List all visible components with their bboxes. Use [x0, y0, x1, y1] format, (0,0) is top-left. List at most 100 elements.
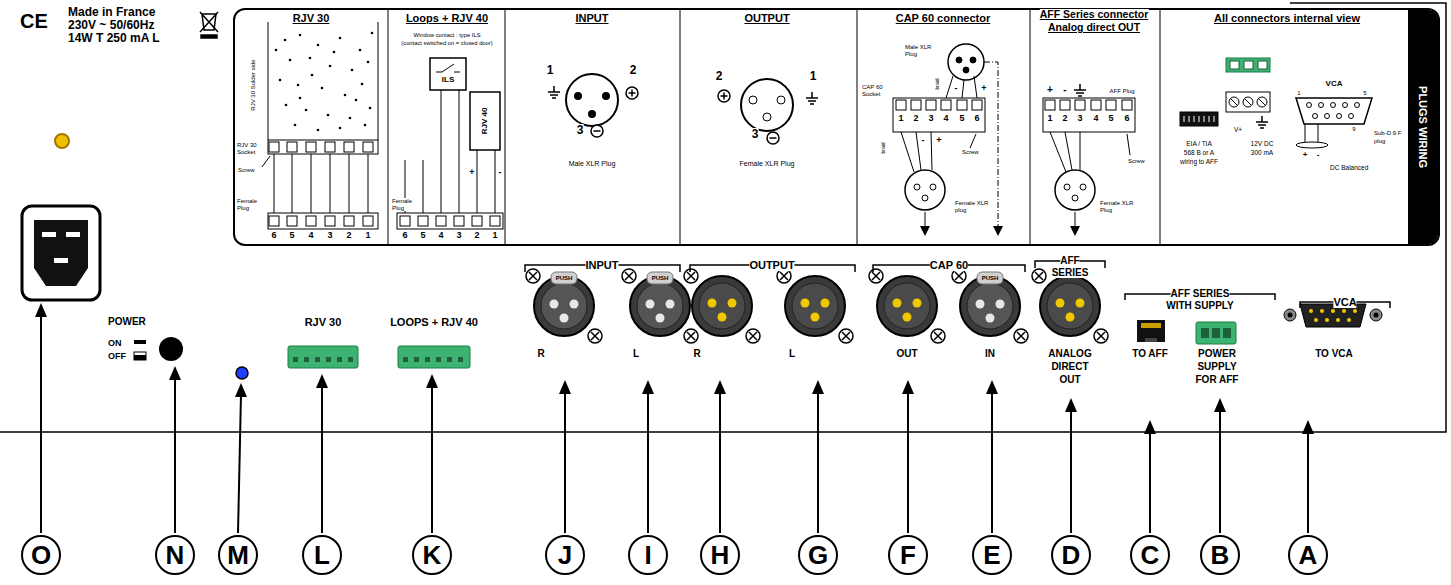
- loops-wiring: [436, 216, 446, 226]
- cap60-wiring: [925, 212, 926, 226]
- xlr-connector: [692, 276, 752, 336]
- power-switch: [134, 340, 146, 344]
- label-text: CAP 60 connector: [896, 12, 991, 24]
- callout-circle: E: [972, 535, 1012, 575]
- terminal-block: [304, 357, 309, 362]
- label-text: +: [981, 84, 986, 94]
- label-text: CAP 60 Socket: [862, 84, 892, 97]
- rj45-socket: [1137, 320, 1165, 342]
- xlr-pinout: [548, 86, 560, 98]
- terminal-block: [288, 346, 358, 368]
- rjv30-wiring: [344, 216, 354, 226]
- label-text: Female XLR Plug: [740, 160, 795, 168]
- label-text: WITH SUPPLY: [1166, 300, 1233, 311]
- aff-wiring: [1045, 100, 1055, 110]
- leader-arrow: [1302, 420, 1314, 434]
- power-inlet: [66, 232, 80, 237]
- rjv30-wiring: [297, 84, 300, 87]
- rjv30-wiring: [327, 114, 330, 117]
- terminal-block: [293, 357, 353, 362]
- rjv30-wiring: [289, 59, 292, 62]
- aff-wiring: [1075, 212, 1076, 226]
- label-text: 2: [346, 231, 351, 241]
- xlr-connector: [526, 269, 540, 283]
- label-text: 5: [1363, 90, 1366, 97]
- callout-circle: F: [888, 535, 928, 575]
- aff-wiring: [1122, 100, 1132, 110]
- label-text: PUSH: [556, 275, 573, 282]
- power-switch: [134, 355, 146, 360]
- xlr-connector: [746, 329, 760, 343]
- xlr-connector: [684, 329, 698, 343]
- db9-socket: [1331, 309, 1335, 313]
- rjv30-wiring: [299, 34, 302, 37]
- leader-arrow: [1219, 409, 1221, 533]
- rjv30-wiring: [367, 61, 370, 64]
- xlr-pinout: [806, 92, 818, 104]
- label-text: RJV 30: [305, 316, 342, 328]
- label-text: L: [633, 348, 639, 359]
- label-text: RJV 30 Solder side: [250, 59, 257, 110]
- cap60-wiring: [896, 100, 982, 110]
- callout-letter: I: [644, 542, 651, 568]
- power-switch: [134, 337, 183, 361]
- label-text: 6: [271, 231, 276, 241]
- terminal-block: [458, 357, 463, 362]
- loops-wiring: [400, 216, 500, 226]
- rjv30-wiring: [262, 22, 378, 229]
- rjv30-wiring: [268, 140, 378, 154]
- terminal-block: [1201, 328, 1231, 338]
- terminal-block: [326, 357, 331, 362]
- rjv30-wiring: [306, 216, 316, 226]
- rjv30-wiring: [325, 216, 335, 226]
- callout-letter: A: [1299, 542, 1318, 568]
- cap60-wiring: [896, 100, 906, 110]
- loops-wiring: [400, 216, 410, 226]
- power-inlet: [22, 206, 100, 300]
- label-text: DIRECT: [1051, 361, 1088, 372]
- label-text: R: [537, 348, 544, 359]
- xlr-connector: [630, 272, 690, 336]
- loops-wiring: [430, 58, 466, 90]
- label-text: R: [693, 348, 700, 359]
- label-text: 4: [1093, 114, 1098, 124]
- label-text: 5: [289, 231, 294, 241]
- label-text: 2: [474, 231, 479, 241]
- label-text: VCA: [1333, 296, 1356, 308]
- xlr-connector: [785, 276, 845, 336]
- label-text: RJV 30: [293, 12, 330, 24]
- terminal-block: [288, 322, 1236, 368]
- label-text: RJV 30 Socket: [237, 142, 265, 155]
- label-text: 14W T 250 mA L: [68, 32, 160, 45]
- leader-arrow: [431, 385, 433, 533]
- xlr-pinout: [626, 87, 638, 99]
- section-divider: [1160, 10, 1161, 244]
- callout-circle: K: [412, 535, 452, 575]
- terminal-block: [436, 357, 441, 362]
- internal-view: [1325, 114, 1330, 119]
- callout-letter: L: [314, 542, 330, 568]
- internal-view: [1184, 116, 1214, 122]
- label-text: AFF Plug: [1109, 88, 1134, 95]
- label-text: braid: [935, 78, 941, 89]
- rjv30-wiring: [363, 216, 373, 226]
- label-text: 2: [1062, 114, 1067, 124]
- label-text: LOOPS + RJV 40: [390, 316, 478, 328]
- rjv30-wiring: [351, 69, 354, 72]
- section-divider: [1030, 10, 1031, 244]
- label-text: IN: [985, 348, 995, 359]
- terminal-block: [403, 357, 408, 362]
- leader-arrow: [40, 314, 42, 533]
- power-switch: [134, 352, 146, 360]
- terminal-block: [348, 357, 353, 362]
- rjv30-wiring: [339, 37, 342, 40]
- label-text: Female XLR plug: [955, 200, 989, 213]
- rj45-socket: [1141, 323, 1161, 328]
- internal-view: [1244, 61, 1253, 69]
- label-text: EIA / TIA: [1186, 140, 1212, 147]
- label-text: (contact switched on = closed door): [401, 40, 492, 46]
- callout-letter: B: [1211, 542, 1230, 568]
- label-text: Screw: [1128, 158, 1145, 165]
